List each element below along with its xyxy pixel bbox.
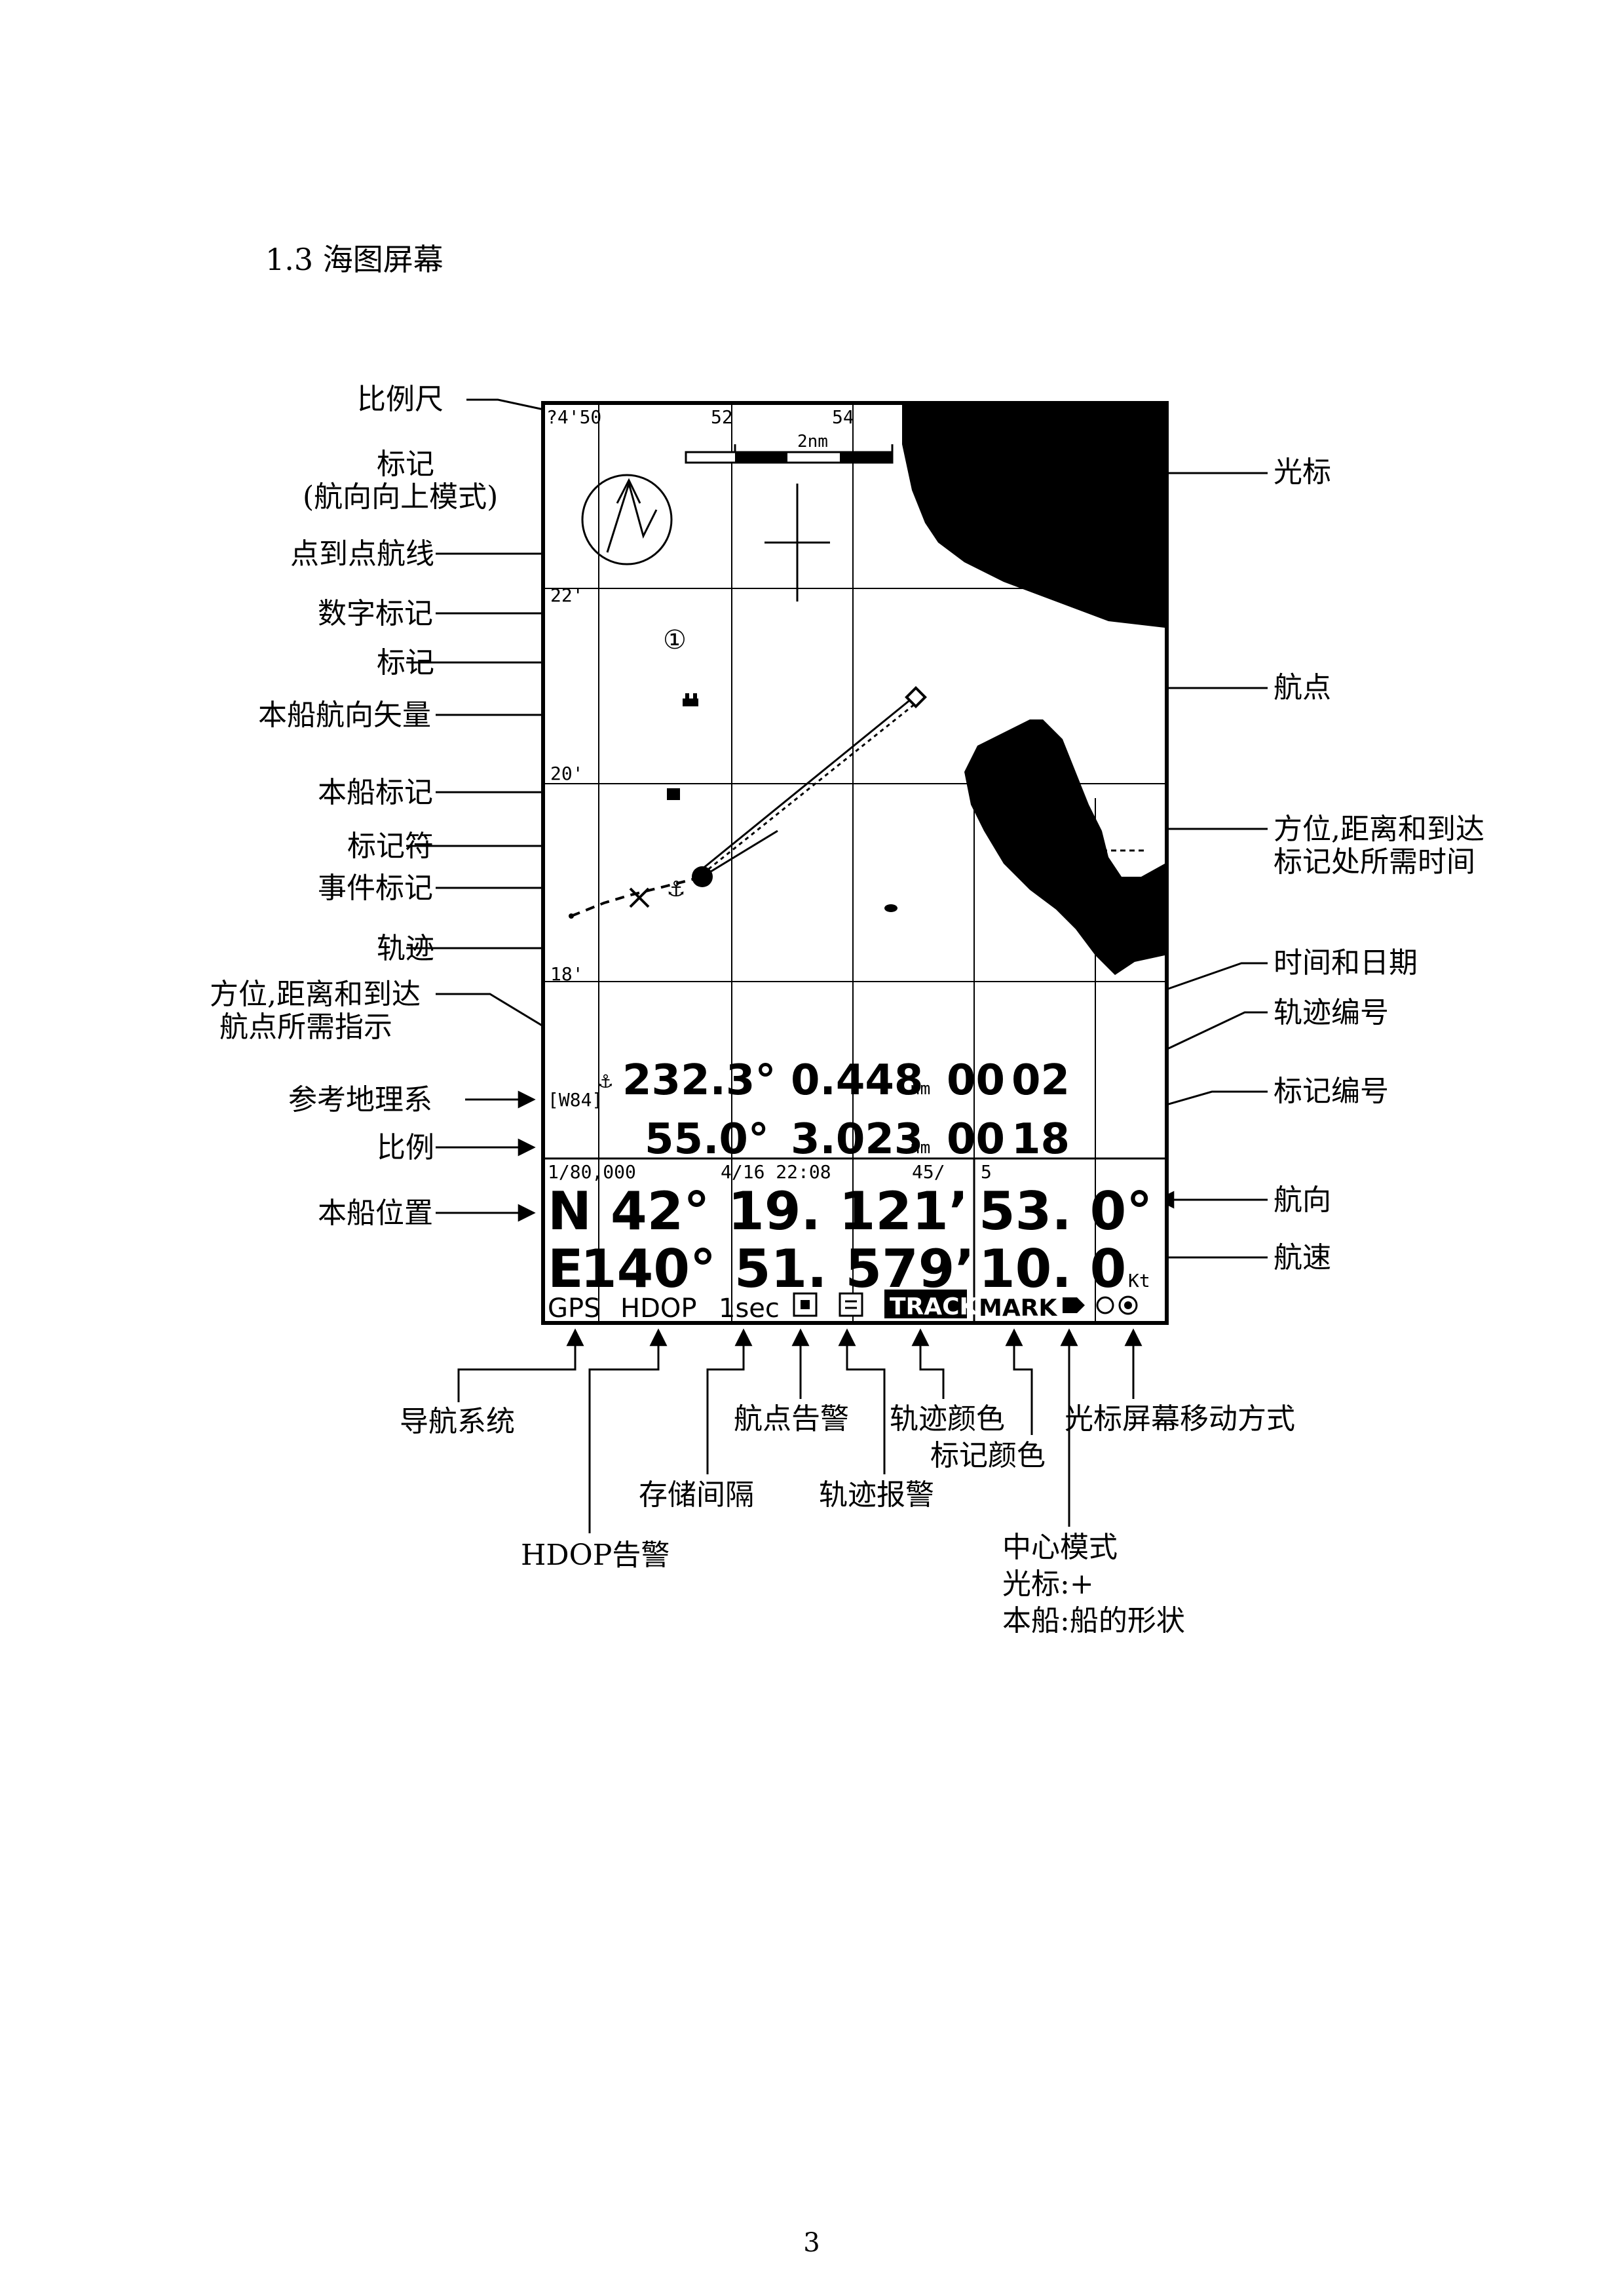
- scale-bar-label: 2nm: [797, 432, 828, 451]
- label-mark-info-line2: 标记处所需时间: [1274, 845, 1475, 879]
- lat-prefix: N: [548, 1181, 592, 1242]
- label-storage-interval: 存储间隔: [639, 1478, 754, 1512]
- status-bar: GPS HDOP 1sec TRACK MARK: [548, 1290, 1138, 1321]
- label-center-cursor: 光标:+: [1002, 1567, 1094, 1601]
- center-mode-icon: [1063, 1297, 1085, 1313]
- label-waypoint: 航点: [1274, 671, 1331, 704]
- land-peninsula: [964, 719, 1165, 975]
- event-mark-icon: [629, 887, 650, 908]
- page-number: 3: [803, 2228, 820, 2258]
- mark-time-hours: 00: [947, 1056, 1005, 1105]
- label-mark-line1: 标记: [377, 448, 434, 481]
- label-mark-info-line1: 方位,距离和到达: [1274, 813, 1484, 846]
- status-track: TRACK: [890, 1293, 979, 1320]
- wp-time-hours: 00: [947, 1115, 1005, 1164]
- fish-mark-icon: [683, 693, 698, 706]
- chart-screen: ?4'50 52 54 2nm 22' 20' 18' ①: [541, 401, 1169, 1325]
- speed-value: 10. 0: [979, 1238, 1126, 1299]
- chart-screen-canvas: ?4'50 52 54 2nm 22' 20' 18' ①: [545, 405, 1165, 1321]
- label-hdop-alarm: HDOP告警: [521, 1539, 670, 1572]
- label-number-mark: 数字标记: [318, 597, 433, 630]
- label-center-mode: 中心模式: [1002, 1531, 1118, 1564]
- mark-bearing: 232.3°: [622, 1056, 776, 1105]
- own-ship-mark: [692, 866, 713, 887]
- boat-mark-icon: [667, 788, 680, 800]
- track-color-box: [884, 1290, 967, 1318]
- label-heading-vector: 本船航向矢量: [258, 698, 431, 732]
- mark-number: 5: [981, 1161, 992, 1183]
- label-cursor-move-mode: 光标屏幕移动方式: [1065, 1402, 1295, 1436]
- heading-vector: [702, 830, 778, 878]
- status-hdop: HDOP: [620, 1293, 696, 1321]
- label-course: 航向: [1274, 1183, 1331, 1217]
- lon-prefix: E: [548, 1238, 584, 1299]
- label-wp-info-line1: 方位,距离和到达: [210, 978, 421, 1011]
- wp-readout: 55.0° 3.023 nm 00 18: [645, 1115, 1070, 1164]
- track-alarm-icon: [839, 1292, 863, 1317]
- latitude: 42° 19. 121’: [611, 1181, 968, 1242]
- cursor-move-target-icon: [1118, 1295, 1138, 1315]
- lat-tick-18: 18': [550, 963, 584, 985]
- small-fish-icon: [884, 904, 897, 912]
- label-mark-number: 标记编号: [1274, 1075, 1389, 1108]
- scale-value: 1/80,000: [548, 1161, 636, 1183]
- top-tick-mid: 52: [711, 406, 733, 428]
- anchor-mark-icon: ⚓: [668, 873, 684, 903]
- wp-distance: 3.023: [791, 1115, 923, 1164]
- status-nav-system: GPS: [548, 1293, 601, 1321]
- label-track-color: 轨迹颜色: [890, 1402, 1005, 1436]
- wp-time-minutes: 18: [1011, 1115, 1070, 1164]
- lat-tick-22: 22': [550, 584, 584, 606]
- label-center-ship: 本船:船的形状: [1002, 1604, 1185, 1637]
- track-number: 45/: [912, 1161, 945, 1183]
- cursor-cross-icon: [765, 484, 830, 602]
- label-mark-color: 标记颜色: [930, 1439, 1046, 1472]
- top-tick-left: ?4'50: [546, 406, 601, 428]
- wp-distance-unit: nm: [910, 1138, 930, 1158]
- label-time-date: 时间和日期: [1274, 946, 1418, 980]
- label-own-ship-mark: 本船标记: [318, 776, 433, 809]
- label-scale-bar: 比例尺: [357, 383, 444, 416]
- mark-readout: ⚓ 232.3° 0.448 nm 00 02: [599, 1056, 1070, 1105]
- number-mark: ①: [663, 625, 687, 655]
- label-cursor: 光标: [1274, 455, 1331, 489]
- mark-time-minutes: 02: [1011, 1056, 1070, 1105]
- status-interval: 1sec: [719, 1293, 780, 1321]
- label-mark-line2: (航向向上模式): [303, 480, 499, 514]
- speed-unit: Kt: [1128, 1270, 1150, 1292]
- cursor-move-refresh-icon: [1096, 1296, 1114, 1314]
- mark-distance: 0.448: [791, 1056, 923, 1105]
- longitude: 140° 51. 579’: [580, 1238, 975, 1299]
- label-wp-info-line2: 航点所需指示: [219, 1010, 392, 1044]
- anchor-small-icon: ⚓: [599, 1067, 612, 1094]
- label-own-position: 本船位置: [318, 1196, 433, 1230]
- course-value: 53. 0°: [979, 1181, 1152, 1242]
- top-tick-right: 54: [832, 406, 854, 428]
- label-event-mark: 事件标记: [318, 871, 433, 905]
- land-north: [902, 405, 1165, 628]
- label-route-line: 点到点航线: [290, 537, 434, 571]
- datum: [W84]: [548, 1089, 603, 1111]
- date-time: 4/16 22:08: [721, 1161, 831, 1183]
- route-line: [702, 697, 916, 875]
- label-scale: 比例: [377, 1131, 434, 1164]
- status-mark: MARK: [979, 1295, 1057, 1321]
- wp-bearing: 55.0°: [645, 1115, 769, 1164]
- label-datum: 参考地理系: [288, 1083, 432, 1117]
- label-track-alarm: 轨迹报警: [819, 1478, 934, 1512]
- label-nav-system: 导航系统: [400, 1405, 515, 1438]
- wp-alarm-icon: [793, 1292, 818, 1317]
- section-heading: 1.3 海图屏幕: [265, 242, 444, 277]
- mark-distance-unit: nm: [910, 1079, 930, 1099]
- waypoint-icon: [905, 686, 927, 708]
- label-track-number: 轨迹编号: [1274, 996, 1389, 1029]
- label-wp-alarm: 航点告警: [734, 1402, 849, 1436]
- label-speed: 航速: [1274, 1241, 1331, 1274]
- lat-tick-20: 20': [550, 763, 584, 784]
- course-up-compass-icon: [581, 474, 673, 565]
- scale-bar: 2nm: [685, 432, 894, 464]
